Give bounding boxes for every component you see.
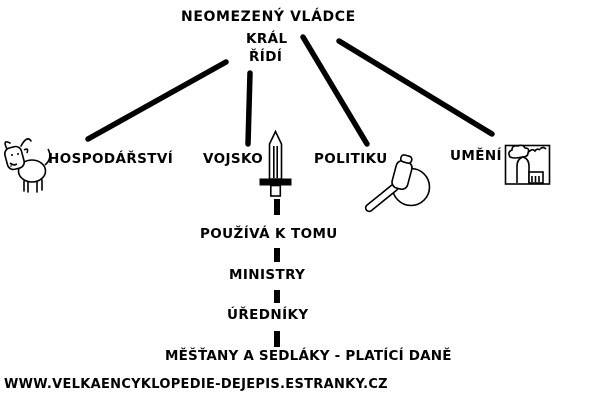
connector-line-army	[245, 70, 253, 147]
chain-intro-label: POUŽÍVÁ K TOMU	[200, 226, 338, 242]
cow-icon	[3, 138, 51, 193]
gavel-icon	[364, 154, 431, 213]
chain-ministers-label: MINISTRY	[229, 267, 306, 283]
connector-line-economy	[85, 59, 229, 142]
sword-icon	[259, 129, 292, 197]
ruler-action: ŘÍDÍ	[249, 49, 283, 65]
connector-line-art	[336, 38, 495, 137]
watermark-url: WWW.VELKAENCYKLOPEDIE-DEJEPIS.ESTRANKY.C…	[4, 377, 388, 392]
domain-label-army: VOJSKO	[203, 151, 264, 167]
ruler-title: NEOMEZENÝ VLÁDCE	[181, 9, 356, 25]
ruler-role: KRÁL	[246, 31, 288, 47]
domain-label-politics: POLITIKU	[314, 151, 388, 167]
domain-label-art: UMĚNÍ	[450, 148, 502, 164]
domain-label-economy: HOSPODÁŘSTVÍ	[48, 151, 174, 167]
connector-lines	[85, 34, 495, 147]
chain-officials-label: ÚŘEDNÍKY	[227, 307, 309, 323]
chain-base-label: MĚŠŤANY A SEDLÁKY - PLATÍCÍ DANĚ	[165, 348, 452, 364]
painting-icon	[504, 144, 551, 185]
connector-line-politics	[300, 34, 370, 147]
